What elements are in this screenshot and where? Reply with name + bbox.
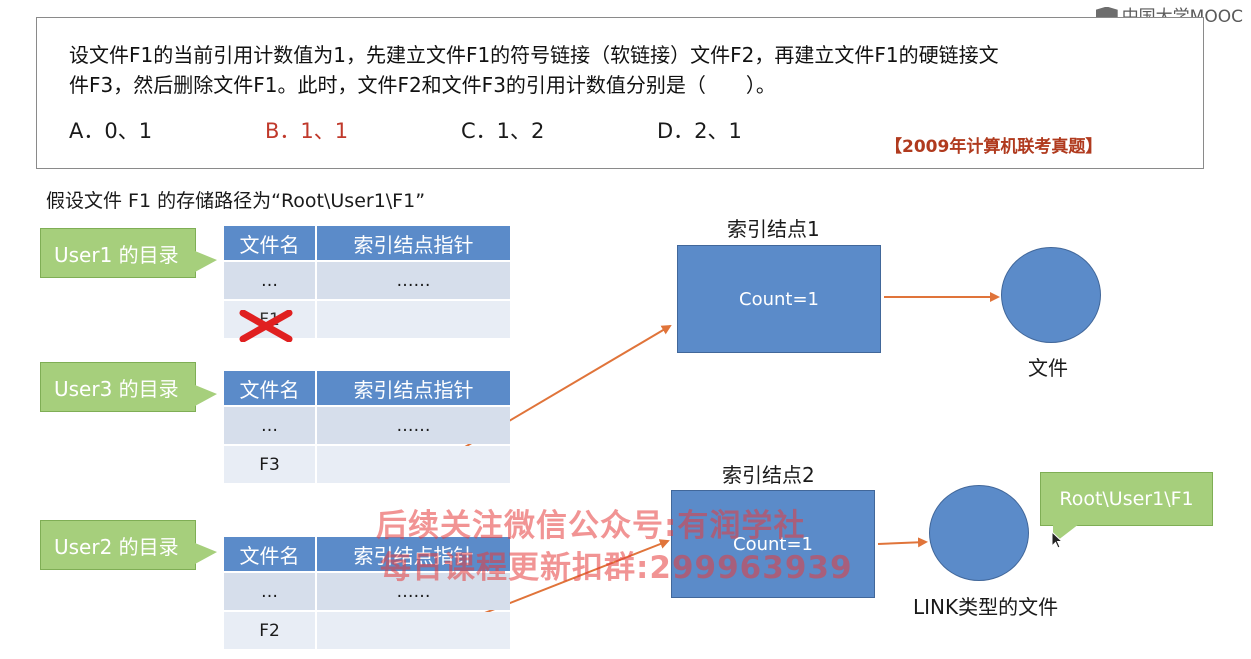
file-label: 文件	[1028, 356, 1068, 380]
inode1-title: 索引结点1	[727, 217, 820, 241]
cell-inode-ptr: ……	[317, 262, 510, 299]
cell-inode-ptr	[317, 301, 510, 338]
option-d: D．2、1	[657, 119, 742, 143]
question-line-1: 设文件F1的当前引用计数值为1，先建立文件F1的符号链接（软链接）文件F2，再建…	[69, 43, 999, 67]
cell-filename: …	[224, 407, 315, 444]
inode2-box: Count=1	[671, 490, 875, 598]
callout-link-path: Root\User1\F1	[1040, 472, 1213, 544]
link-file-circle	[929, 485, 1029, 581]
table-row: F2	[224, 612, 510, 649]
option-b: B．1、1	[265, 119, 349, 143]
table-row: … ……	[224, 262, 510, 299]
watermark-line-1: 后续关注微信公众号:有润学社	[376, 508, 806, 544]
callout-user1-dir: User1 的目录	[40, 228, 217, 278]
option-a: A．0、1	[69, 119, 153, 143]
table-row: … ……	[224, 573, 510, 610]
option-c: C．1、2	[461, 119, 545, 143]
col-header-filename: 文件名	[224, 226, 315, 260]
callout-user3-label: User3 的目录	[54, 376, 179, 401]
inode1-count: Count=1	[739, 288, 819, 310]
callout-user2-label: User2 的目录	[54, 534, 179, 559]
cell-inode-ptr: ……	[317, 573, 510, 610]
table-user1-dir: 文件名 索引结点指针 … …… F1	[222, 224, 512, 340]
arrow-inode2-to-link	[877, 537, 928, 548]
cell-inode-ptr	[317, 446, 510, 483]
x-mark-icon	[239, 310, 293, 342]
exam-source: 【2009年计算机联考真题】	[885, 137, 1103, 157]
mouse-pointer-icon	[1051, 531, 1063, 549]
cell-filename: F2	[224, 612, 315, 649]
cell-filename: …	[224, 262, 315, 299]
table-user3-dir: 文件名 索引结点指针 … …… F3	[222, 369, 512, 485]
callout-user1-label: User1 的目录	[54, 242, 179, 267]
col-header-filename: 文件名	[224, 537, 315, 571]
col-header-filename: 文件名	[224, 371, 315, 405]
col-header-inode-ptr: 索引结点指针	[317, 537, 510, 571]
cell-inode-ptr: ……	[317, 407, 510, 444]
cell-filename: F3	[224, 446, 315, 483]
path-intro: 假设文件 F1 的存储路径为“Root\User1\F1”	[46, 190, 426, 212]
question-box: 设文件F1的当前引用计数值为1，先建立文件F1的符号链接（软链接）文件F2，再建…	[36, 17, 1204, 169]
table-row: F3	[224, 446, 510, 483]
table-row: F1	[224, 301, 510, 338]
file-circle	[1001, 247, 1101, 343]
cell-filename: …	[224, 573, 315, 610]
col-header-inode-ptr: 索引结点指针	[317, 226, 510, 260]
link-file-label: LINK类型的文件	[913, 595, 1059, 619]
callout-link-path-text: Root\User1\F1	[1059, 488, 1194, 510]
inode2-count: Count=1	[733, 533, 813, 555]
inode2-title: 索引结点2	[722, 463, 815, 487]
cell-inode-ptr	[317, 612, 510, 649]
table-user2-dir: 文件名 索引结点指针 … …… F2	[222, 535, 512, 651]
inode1-box: Count=1	[677, 245, 881, 353]
callout-user2-dir: User2 的目录	[40, 520, 217, 570]
question-line-2: 件F3，然后删除文件F1。此时，文件F2和文件F3的引用计数值分别是（ ）。	[69, 73, 776, 97]
col-header-inode-ptr: 索引结点指针	[317, 371, 510, 405]
table-row: … ……	[224, 407, 510, 444]
callout-user3-dir: User3 的目录	[40, 362, 217, 412]
watermark-line-2: 每日课程更新扣群:299963939	[380, 550, 853, 586]
